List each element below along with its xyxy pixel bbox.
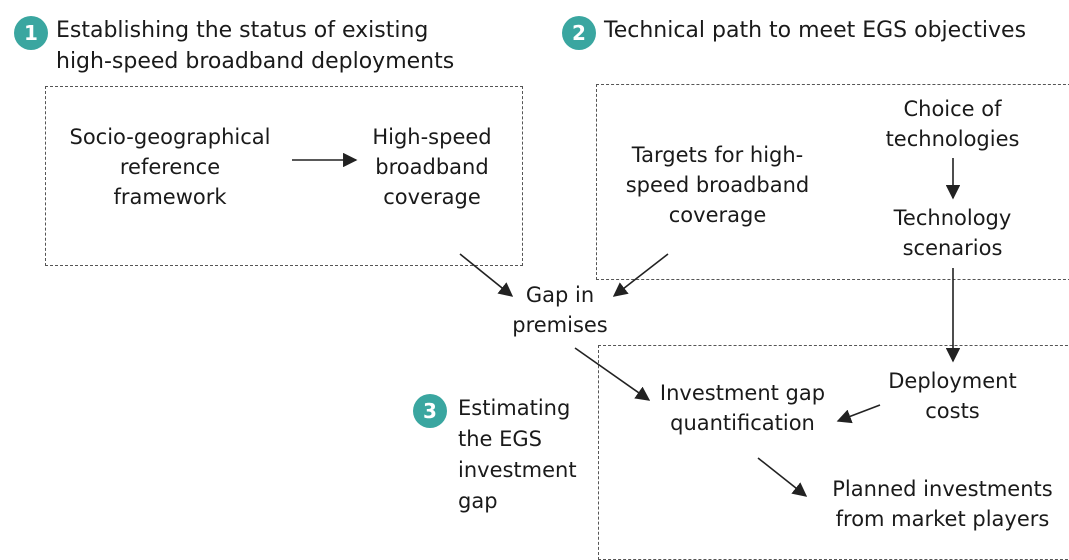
technical-path-region-box <box>596 84 1069 280</box>
gap-in-premises-node: Gap in premises <box>512 283 608 337</box>
step-3-heading: Estimating the EGS investment gap <box>458 396 577 513</box>
choice-of-technologies-node: Choice of technologies <box>885 97 1020 151</box>
deployment-costs-node: Deployment costs <box>888 369 1017 423</box>
socio-geographical-node: Socio-geographical reference framework <box>69 125 271 209</box>
step-1-badge: 1 <box>14 16 48 50</box>
step-1-heading: Establishing the status of existing high… <box>56 18 455 74</box>
planned-investments-node: Planned investments from market players <box>832 477 1053 531</box>
step-2-heading: Technical path to meet EGS objectives <box>604 18 1027 43</box>
investment-gap-quantification-node: Investment gap quantification <box>659 381 826 435</box>
step-2-badge: 2 <box>562 16 596 50</box>
status-region-box <box>45 86 523 266</box>
technology-scenarios-node: Technology scenarios <box>893 206 1012 260</box>
high-speed-coverage-node: High-speed broadband coverage <box>372 125 492 209</box>
step-3-badge: 3 <box>413 394 447 428</box>
targets-node: Targets for high- speed broadband covera… <box>625 143 810 227</box>
